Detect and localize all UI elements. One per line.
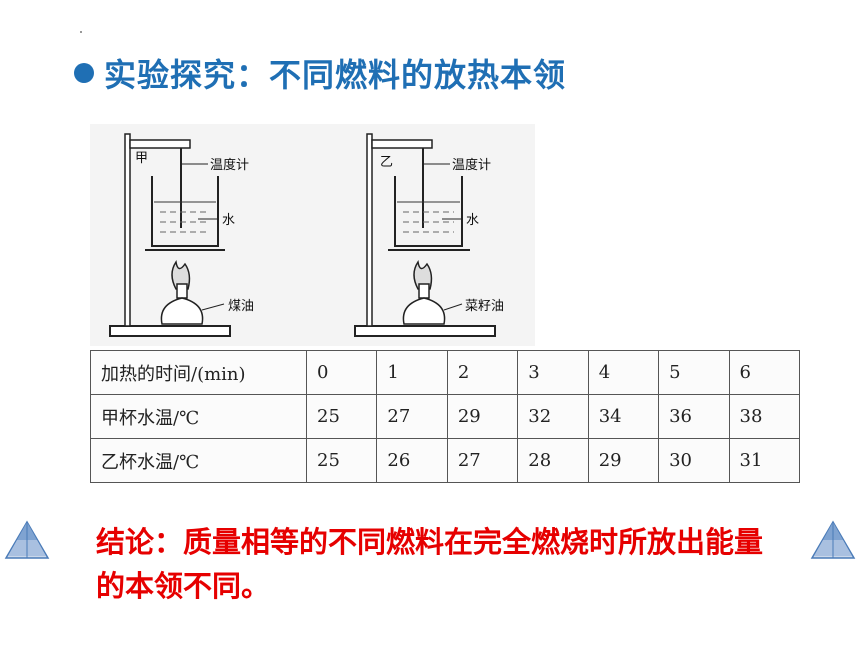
right-water-label: 水	[466, 213, 479, 228]
table-cell: 38	[728, 394, 801, 439]
right-apparatus: 乙 温度计 水 菜籽油	[354, 133, 504, 337]
left-base	[109, 325, 231, 337]
table-cell: 29	[446, 394, 519, 439]
right-clamp	[371, 139, 433, 149]
table-cell: 31	[728, 438, 801, 483]
left-thermometer-label: 温度计	[210, 157, 249, 173]
table-cell: 27	[446, 438, 519, 483]
right-thermometer-label: 温度计	[452, 157, 491, 173]
slide-title: 实验探究：不同燃料的放热本领	[104, 56, 567, 94]
row-label: 加热的时间/(min)	[90, 350, 307, 395]
apparatus-diagram: 甲 温度计 水 煤油 乙 温度计	[109, 133, 504, 337]
pyramid-icon-right	[810, 520, 856, 559]
table-cell: 0	[305, 350, 378, 395]
conclusion-text: 结论：质量相等的不同燃料在完全燃烧时所放出能量的本领不同。	[96, 525, 764, 603]
left-water-label: 水	[222, 213, 235, 228]
left-lamp	[160, 297, 204, 325]
right-beaker	[394, 176, 463, 247]
table-cell: 5	[658, 350, 730, 395]
left-stand-rod	[124, 133, 131, 327]
right-lamp	[402, 297, 446, 325]
row-label: 乙杯水温/℃	[90, 438, 307, 483]
left-apparatus: 甲 温度计 水 煤油	[109, 133, 254, 337]
title-row: 实验探究：不同燃料的放热本领	[74, 50, 566, 96]
bullet-icon	[74, 63, 94, 83]
left-cup-label: 甲	[135, 151, 148, 166]
table-cell: 4	[587, 350, 660, 395]
right-stand-rod	[366, 133, 373, 327]
left-fuel-pointer	[201, 303, 225, 311]
apparatus-figure: 甲 温度计 水 煤油 乙 温度计	[90, 124, 535, 346]
row-label: 甲杯水温/℃	[90, 394, 307, 439]
table-cell: 1	[376, 350, 448, 395]
table-cell: 28	[517, 438, 589, 483]
right-wick	[418, 283, 430, 299]
table-cell: 2	[446, 350, 519, 395]
right-base	[354, 325, 496, 337]
table-cell: 34	[587, 394, 660, 439]
left-beaker	[151, 176, 219, 247]
left-flame	[171, 260, 191, 290]
decorative-dot	[80, 31, 82, 33]
right-fuel-pointer	[443, 303, 463, 311]
table-cell: 26	[376, 438, 448, 483]
left-clamp	[129, 139, 191, 149]
table-cell: 29	[587, 438, 660, 483]
right-flame	[413, 260, 433, 290]
table-cell: 27	[376, 394, 448, 439]
table-cell: 25	[305, 438, 378, 483]
left-wick	[176, 283, 188, 299]
table-cell: 36	[658, 394, 730, 439]
right-cup-label: 乙	[380, 155, 393, 170]
table-cell: 6	[728, 350, 801, 395]
right-fuel-label: 菜籽油	[465, 299, 504, 314]
table-cell: 25	[305, 394, 378, 439]
left-fuel-label: 煤油	[228, 299, 254, 314]
table-cell: 30	[658, 438, 730, 483]
table-cell: 3	[517, 350, 589, 395]
pyramid-icon-left	[4, 520, 50, 559]
table-cell: 32	[517, 394, 589, 439]
